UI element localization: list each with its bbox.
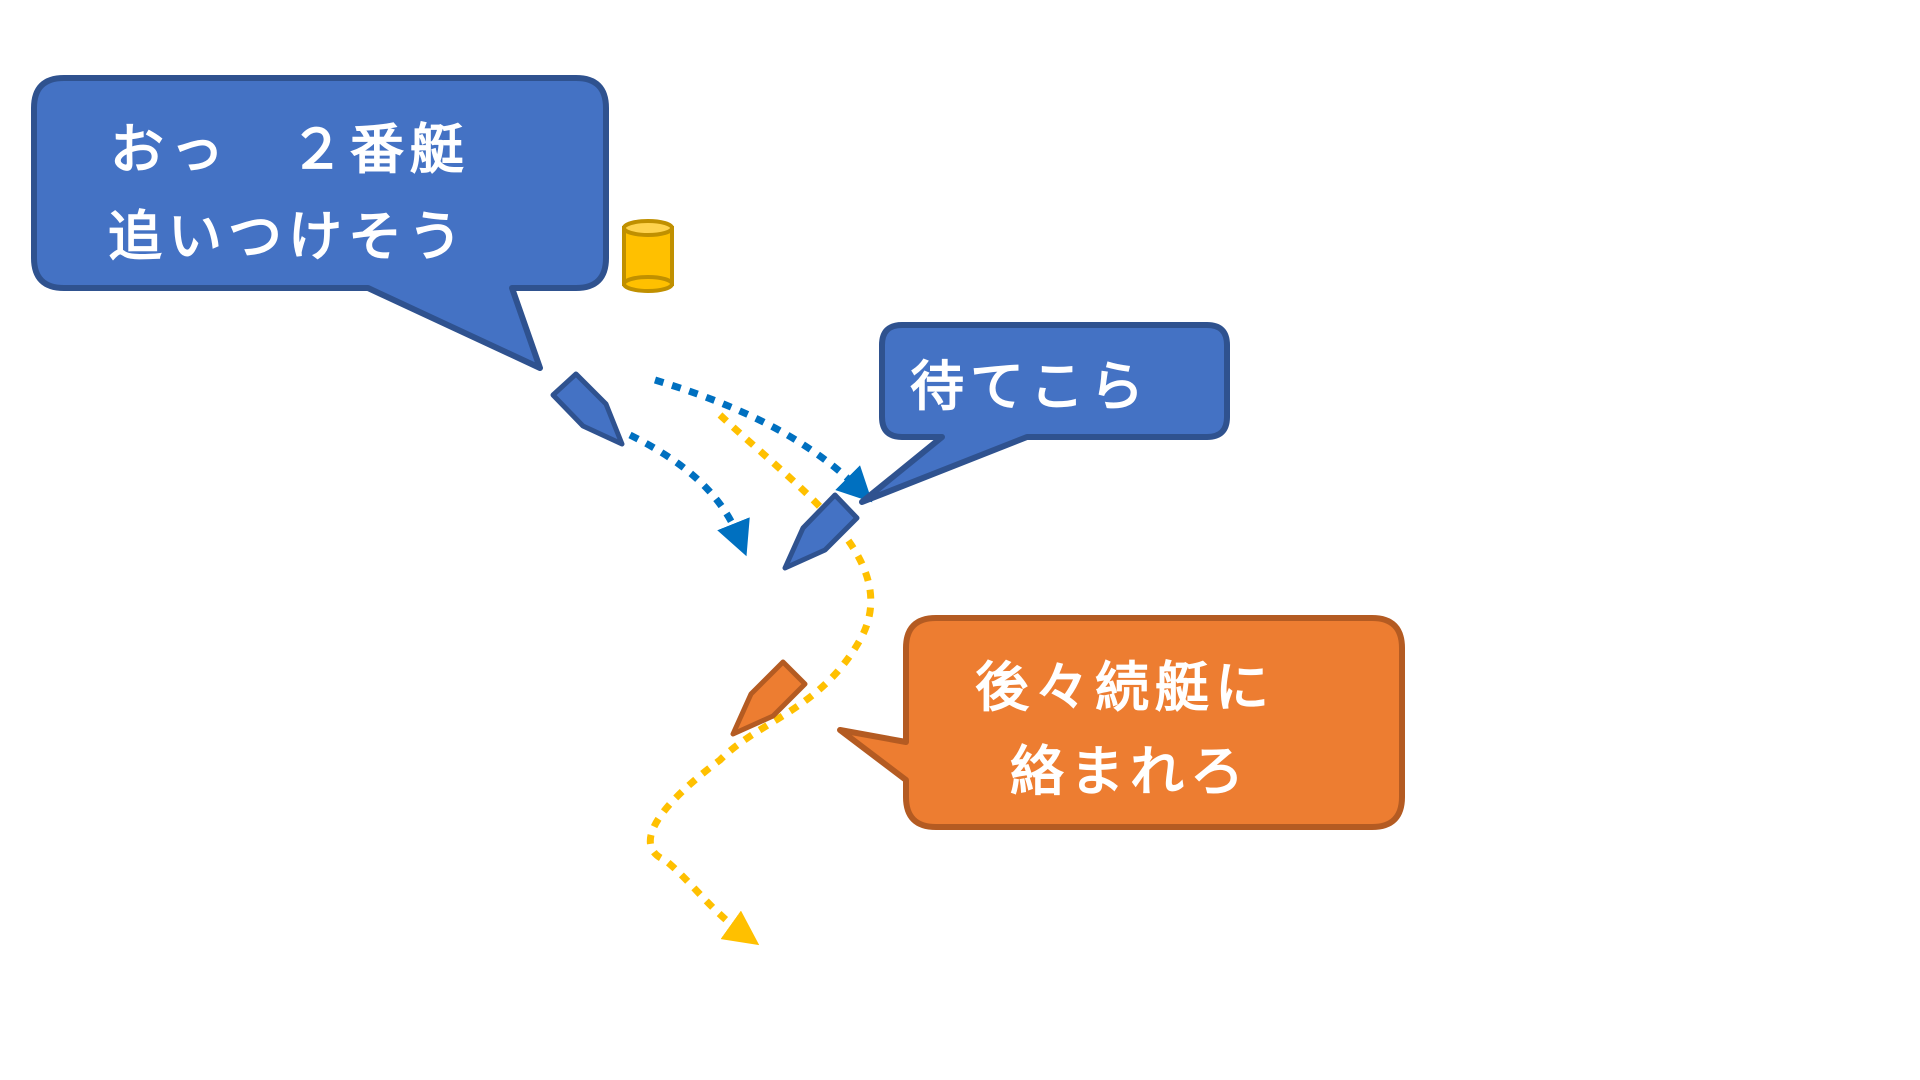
callout-boat1-line1: おっ ２番艇 xyxy=(110,118,470,181)
boat-icon-1 xyxy=(550,371,625,447)
callout-boat3-line2: 絡まれろ xyxy=(1010,740,1250,803)
callout-boat2-line1: 待てこら xyxy=(910,355,1150,418)
boat-icon-2 xyxy=(782,492,860,571)
buoy-icon xyxy=(622,219,674,293)
callout-boat3-line1: 後々続艇に xyxy=(975,656,1275,719)
callout-boat3: 後々続艇に 絡まれろ xyxy=(837,615,1405,830)
blue-path-boat1 xyxy=(628,431,750,557)
boat-icon-3 xyxy=(730,659,808,737)
callout-boat1: おっ ２番艇 追いつけそう xyxy=(31,75,609,371)
blue-path-top xyxy=(653,376,873,503)
callout-boat1-line2: 追いつけそう xyxy=(108,205,468,268)
callout-boat2: 待てこら xyxy=(859,322,1230,505)
